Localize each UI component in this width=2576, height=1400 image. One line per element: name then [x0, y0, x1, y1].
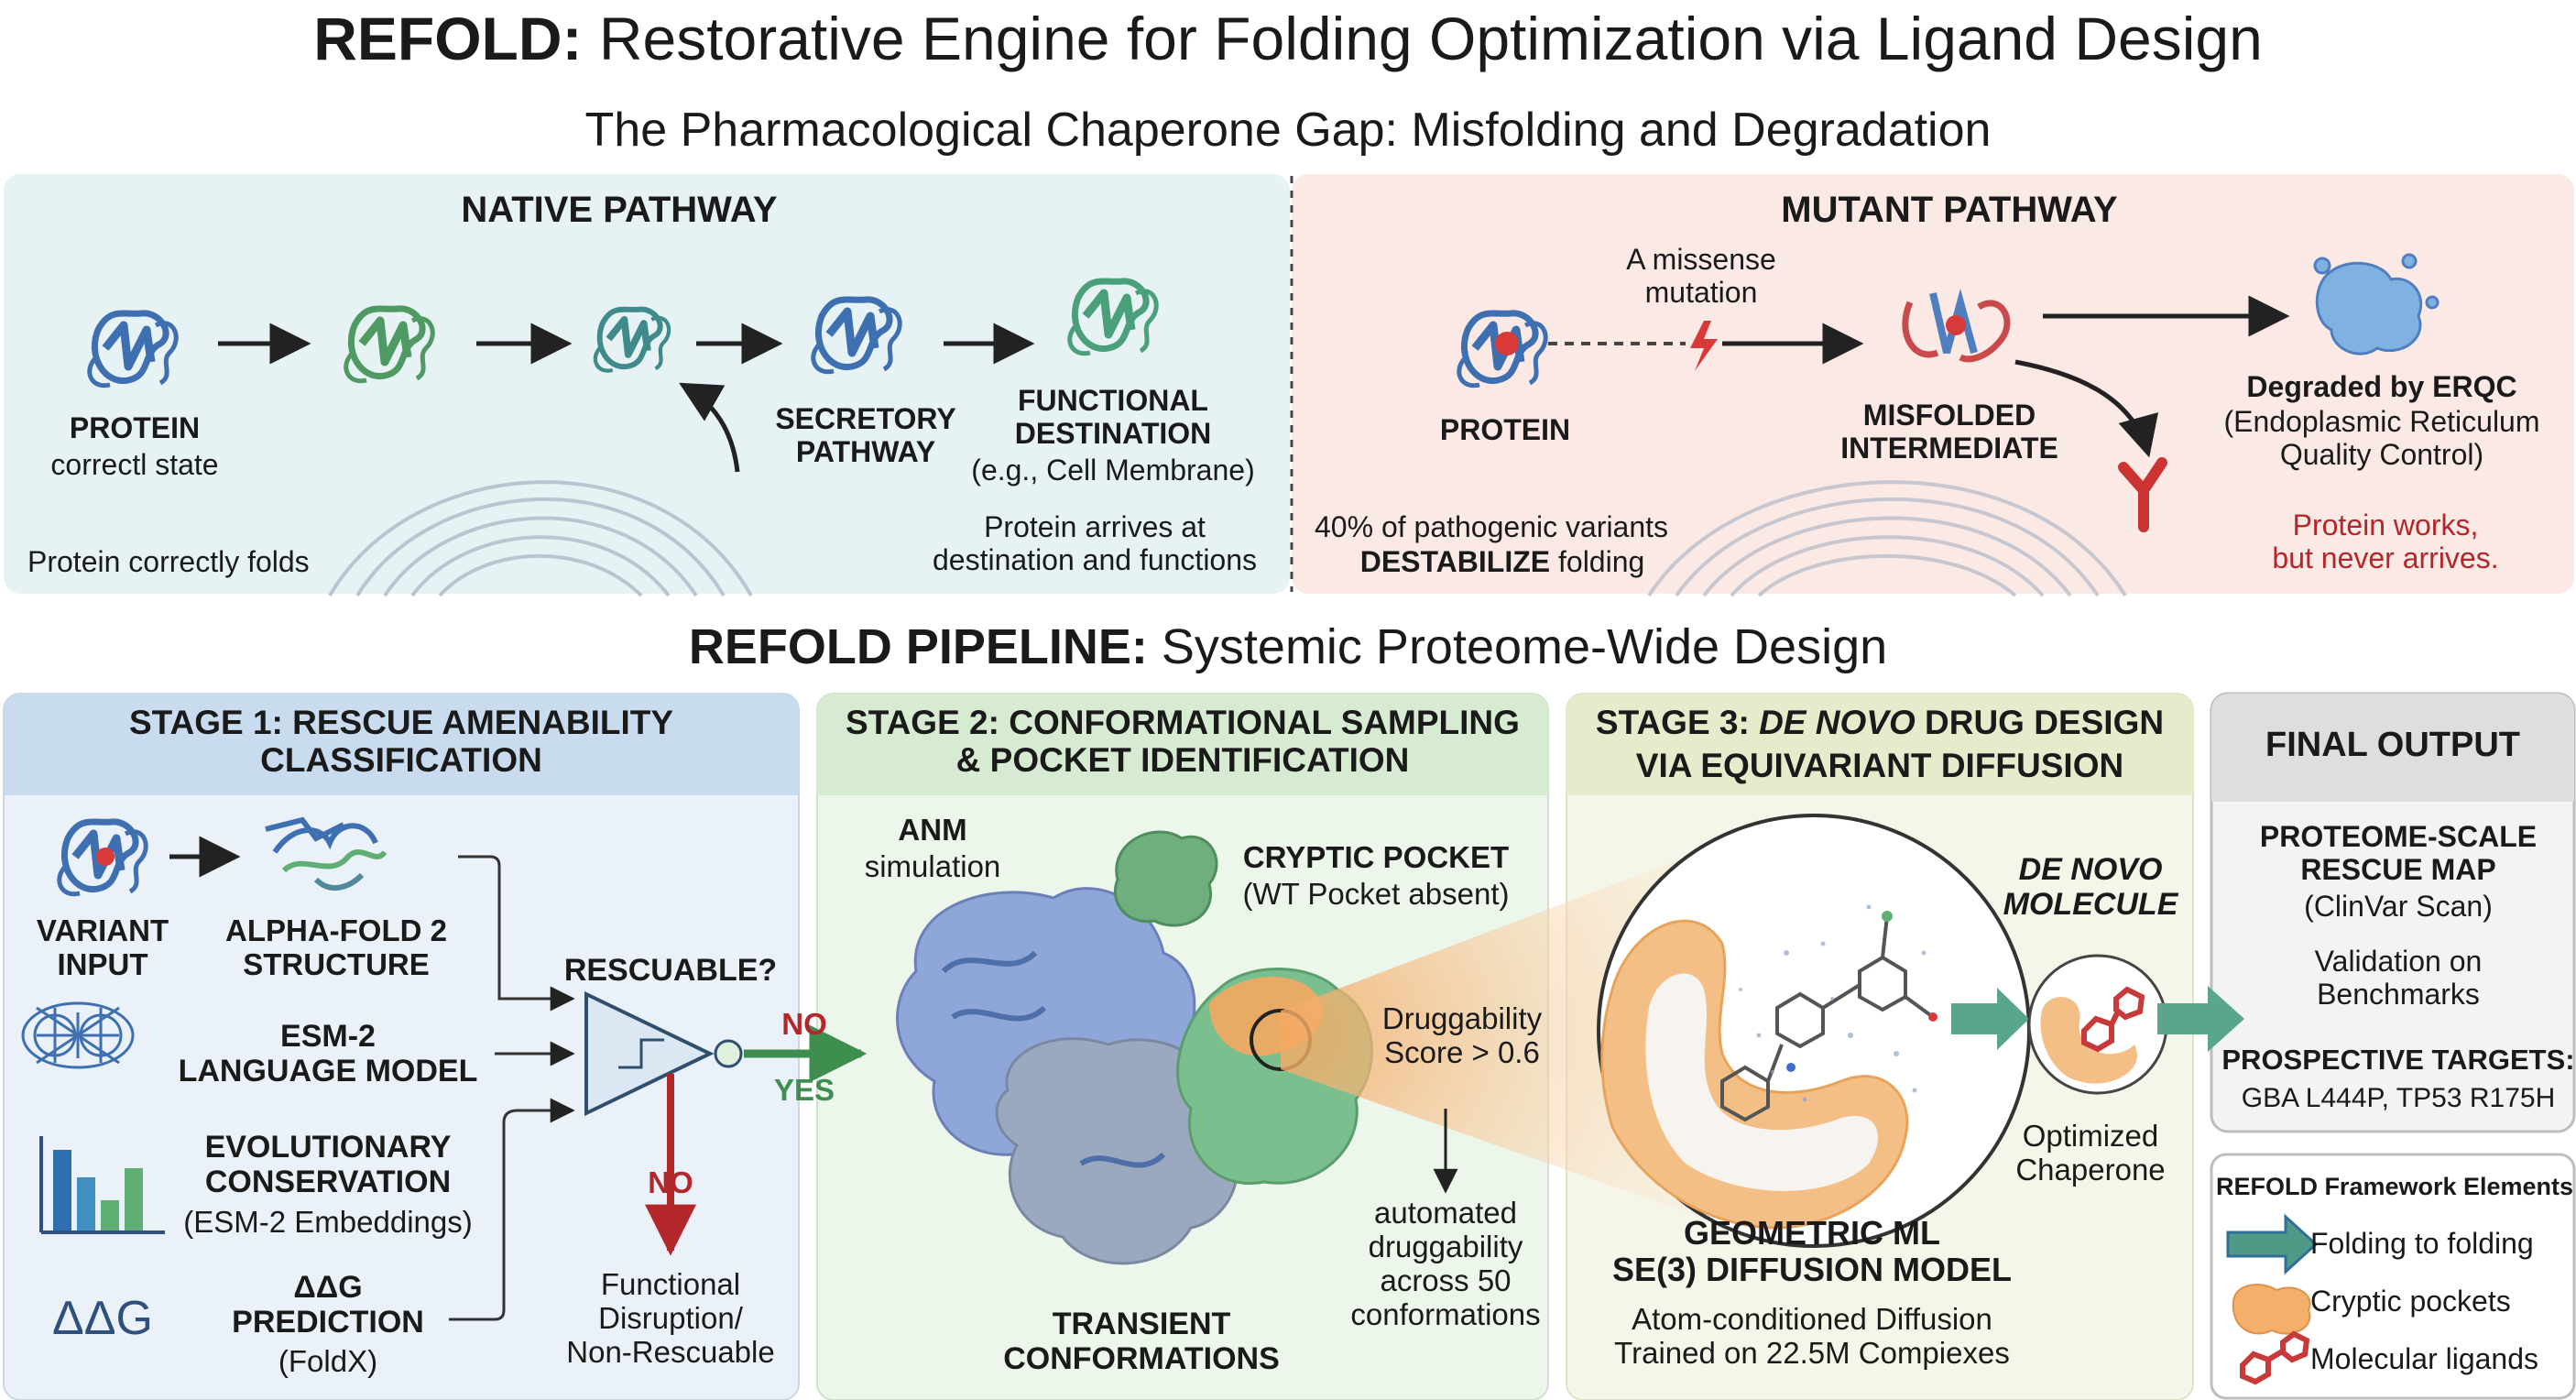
main-title: REFOLD: Restorative Engine for Folding O… — [313, 5, 2263, 73]
title-rest: Restorative Engine for Folding Optimizat… — [582, 5, 2263, 72]
native-note-right: Protein arrives at destination and funct… — [932, 510, 1258, 576]
transient-label: TRANSIENT CONFORMATIONS — [1003, 1307, 1280, 1377]
secretory-label: SECRETORY PATHWAY — [775, 402, 956, 468]
stage1-title: STAGE 1: RESCUE AMENABILITY CLASSIFICATI… — [128, 704, 674, 780]
mutant-works-note: Protein works, but never arrives. — [2272, 509, 2499, 574]
native-note-left: Protein correctly folds — [27, 545, 310, 578]
geometric-sub: Atom-conditioned Diffusion Trained on 22… — [1614, 1302, 2010, 1370]
legend-arrow-icon — [2226, 1213, 2319, 1275]
stat-bold: DESTABILIZE — [1359, 545, 1551, 578]
degraded-label: Degraded by ERQC — [2246, 370, 2517, 403]
cryptic-pocket-sub: (WT Pocket absent) — [1242, 877, 1510, 911]
evolutionary-label: EVOLUTIONARY CONSERVATION — [204, 1130, 452, 1200]
green-arrow-to-molecule — [1951, 988, 2029, 1050]
connector-evo-ddg — [449, 1098, 575, 1321]
degraded-protein-fragments — [2313, 253, 2440, 355]
ligand-in-pocket — [1720, 911, 1937, 1122]
mutant-stat-line: 40% of pathogenic variants — [1315, 510, 1669, 543]
legend-pocket-icon — [2232, 1284, 2311, 1335]
anm-rest: simulation — [864, 849, 1001, 883]
subtitle: The Pharmacological Chaperone Gap: Misfo… — [584, 104, 1992, 157]
stage3-title: STAGE 3: DE NOVO DRUG DESIGN — [1596, 704, 2164, 741]
denovo-ligand-icon — [2081, 986, 2145, 1053]
pipeline-rest: Systemic Proteome-Wide Design — [1147, 619, 1888, 674]
missense-label: A missense mutation — [1626, 243, 1776, 309]
mutant-curved-arrow — [2014, 359, 2159, 458]
lightning-bolt-icon — [1690, 321, 1718, 371]
legend-item-folding: Folding to folding — [2310, 1227, 2534, 1260]
native-curved-arrow — [679, 382, 740, 473]
classifier-node — [714, 1039, 743, 1068]
mutant-protein-label: PROTEIN — [1439, 413, 1571, 446]
evolutionary-sub: (ESM-2 Embeddings) — [183, 1205, 473, 1239]
druggability-label: Druggability Score > 0.6 — [1381, 1001, 1543, 1069]
automated-label: automated druggability across 50 conform… — [1350, 1196, 1541, 1331]
native-panel-bg — [4, 174, 1290, 594]
ddg-label: ΔΔG PREDICTION — [232, 1270, 424, 1340]
degraded-sub: (Endoplasmic Reticulum Quality Control) — [2223, 405, 2540, 471]
ddg-glyph: ΔΔG — [52, 1292, 153, 1345]
alphafold-structure-icon — [265, 816, 387, 891]
stage3-title-a: STAGE 3: — [1595, 704, 1760, 741]
er-membrane-native — [328, 480, 753, 597]
er-receptor-red — [2118, 457, 2167, 532]
stat-rest: folding — [1550, 545, 1645, 578]
er-membrane-mutant — [1647, 480, 2127, 597]
diffusion-noise-dots — [1739, 904, 1927, 1102]
rescue-map-label: PROTEOME-SCALE RESCUE MAP — [2259, 820, 2538, 886]
stage2-title: STAGE 2: CONFORMATIONAL SAMPLING & POCKE… — [846, 704, 1520, 780]
mutant-heading: MUTANT PATHWAY — [1781, 190, 2118, 230]
no-label-top: NO — [781, 1007, 827, 1041]
connector-alphafold — [458, 855, 575, 1012]
functional-sub: (e.g., Cell Membrane) — [971, 454, 1255, 487]
misfolded-label: MISFOLDED INTERMEDIATE — [1840, 399, 2058, 465]
prospective-label: PROSPECTIVE TARGETS: — [2221, 1044, 2575, 1076]
legend-title: REFOLD Framework Elements — [2215, 1173, 2574, 1200]
green-arrow-to-final — [2157, 986, 2244, 1052]
legend-item-pockets: Cryptic pockets — [2310, 1285, 2511, 1318]
rescue-map-sub: (ClinVar Scan) — [2304, 890, 2493, 923]
disruption-label: Functional Disruption/ Non-Rescuable — [566, 1267, 775, 1369]
misfolded-protein — [1902, 288, 2011, 363]
legend-item-ligands: Molecular ligands — [2310, 1342, 2539, 1375]
pipeline-heading: REFOLD PIPELINE: Systemic Proteome-Wide … — [689, 619, 1887, 674]
rescuable-classifier — [584, 990, 715, 1117]
rescuable-label: RESCUABLE? — [563, 953, 778, 988]
native-protein-label: PROTEIN — [69, 411, 201, 444]
yes-label: YES — [773, 1073, 835, 1107]
functional-label: FUNCTIONAL DESTINATION — [1014, 384, 1212, 450]
anm-bold: ANM — [898, 813, 967, 847]
native-heading: NATIVE PATHWAY — [461, 190, 778, 230]
variant-input-label: VARIANT INPUT — [36, 913, 169, 981]
denovo-molecule-label: DE NOVO MOLECULE — [2003, 852, 2178, 923]
legend-ligand-icon — [2240, 1330, 2310, 1385]
pipeline-bold: REFOLD PIPELINE: — [688, 619, 1148, 674]
native-protein-sub: correctl state — [50, 448, 219, 481]
alphafold-label: ALPHA-FOLD 2 STRUCTURE — [225, 913, 447, 981]
stage3-title-b: DRUG DESIGN — [1915, 704, 2165, 741]
no-label-down: NO — [648, 1165, 693, 1199]
final-title: FINAL OUTPUT — [2265, 726, 2520, 764]
ddg-sub: (FoldX) — [278, 1344, 378, 1378]
title-bold: REFOLD: — [313, 5, 583, 72]
geometric-label: GEOMETRIC ML SE(3) DIFFUSION MODEL — [1611, 1214, 2013, 1289]
optimized-label: Optimized Chaperone — [2015, 1119, 2166, 1187]
bar-chart-icon — [39, 1136, 165, 1234]
validation-label: Validation on Benchmarks — [2314, 945, 2483, 1011]
stage3-title-line2: VIA EQUIVARIANT DIFFUSION — [1635, 747, 2124, 784]
neural-network-icon — [21, 1001, 135, 1069]
esm-label: ESM-2 LANGUAGE MODEL — [178, 1019, 478, 1089]
mutant-panel-bg — [1292, 174, 2574, 594]
cryptic-pocket-label: CRYPTIC POCKET — [1242, 840, 1510, 874]
stage3-title-em: DE NOVO — [1759, 704, 1916, 741]
mutation-site-dot — [1495, 332, 1519, 355]
prospective-targets: GBA L444P, TP53 R175H — [2241, 1083, 2556, 1113]
mutant-stat-2: DESTABILIZE folding — [1359, 545, 1645, 579]
